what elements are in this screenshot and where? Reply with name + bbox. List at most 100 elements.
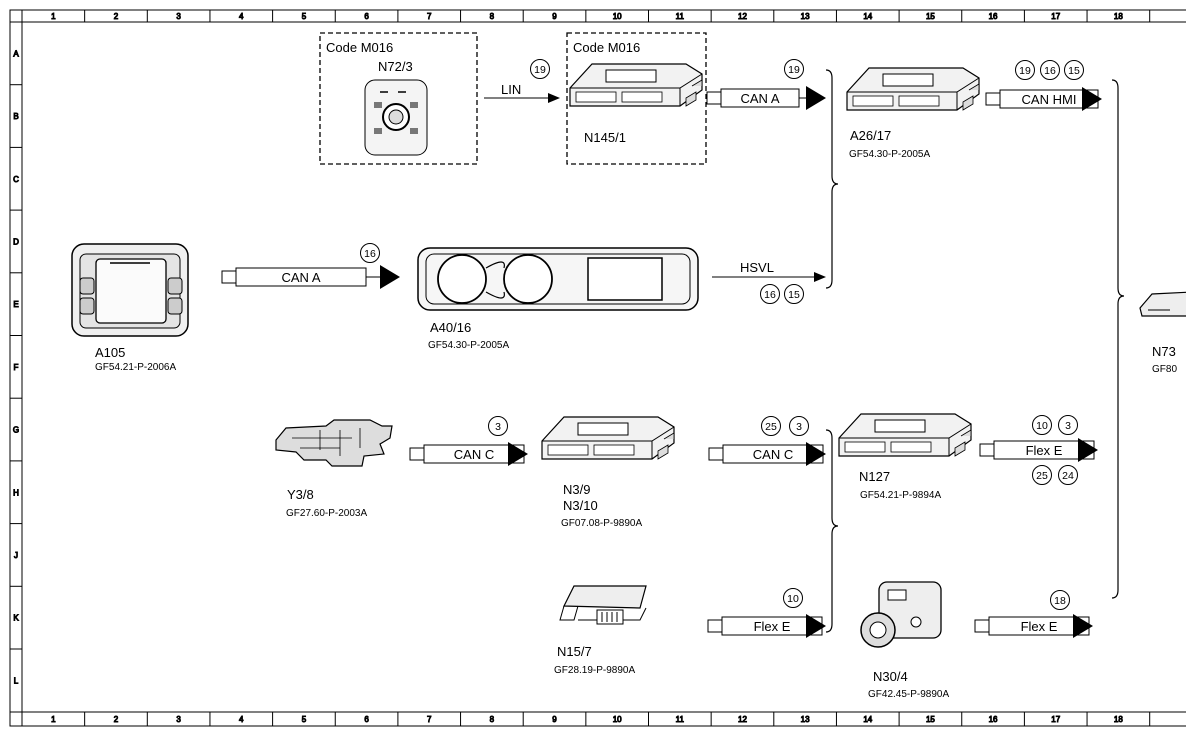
code-box-right-title: Code M016 [573, 40, 640, 55]
grid-column-label: 16 [989, 12, 998, 21]
reference-circle: 3 [1058, 415, 1078, 435]
grid-column-label: 1 [51, 12, 56, 21]
a40-16-instrument-cluster [417, 247, 699, 311]
bus-connector-can_c_left: CAN C [409, 442, 528, 466]
grid-column-label: 13 [801, 12, 810, 21]
reference-circle: 16 [760, 284, 780, 304]
bus-label-flex_e_k2: Flex E [1021, 619, 1058, 634]
grid-column-label: 1 [51, 715, 56, 724]
grid-row-label: E [13, 300, 18, 309]
svg-text:10: 10 [787, 593, 799, 605]
grid-column-label: 11 [676, 12, 685, 21]
reference-circle: 10 [1032, 415, 1052, 435]
reference-circle: 19 [784, 59, 804, 79]
n3-9-ref: GF07.08-P-9890A [561, 518, 642, 529]
a26-17-label: A26/17 [850, 128, 891, 143]
y3-8-valve-body [275, 419, 393, 467]
n145-1-module [569, 63, 703, 107]
reference-circle: 19 [1015, 60, 1035, 80]
n145-1-label: N145/1 [584, 130, 626, 145]
n15-7-module [559, 585, 647, 625]
a105-ref: GF54.21-P-2006A [95, 362, 176, 373]
grid-column-label: 8 [490, 715, 495, 724]
grid-column-label: 10 [613, 12, 622, 21]
grid-column-label: 9 [552, 12, 557, 21]
grid-column-label: 4 [239, 12, 244, 21]
reference-circle: 24 [1058, 465, 1078, 485]
svg-text:24: 24 [1062, 470, 1074, 482]
grid-column-label: 7 [427, 715, 432, 724]
bus-connector-flex_e_k2: Flex E [974, 614, 1093, 638]
grid-column-label: 8 [490, 12, 495, 21]
svg-text:16: 16 [764, 289, 776, 301]
bus-label-can_c_right: CAN C [753, 447, 793, 462]
bus-connector-can_hmi: CAN HMI [985, 87, 1102, 111]
grid-row-label: D [13, 237, 19, 246]
bus-label-can_c_left: CAN C [454, 447, 494, 462]
a40-16-label: A40/16 [430, 320, 471, 335]
n127-module [838, 413, 972, 457]
svg-text:15: 15 [788, 289, 800, 301]
bus-label-flex_e_g: Flex E [1026, 443, 1063, 458]
grid-column-label: 14 [863, 715, 872, 724]
hsvl-label: HSVL [740, 260, 774, 275]
grid-column-label: 6 [364, 715, 369, 724]
grid-column-label: 12 [738, 715, 747, 724]
reference-circle: 15 [1064, 60, 1084, 80]
n30-4-label: N30/4 [873, 669, 908, 684]
grid-column-label: 16 [989, 715, 998, 724]
svg-text:10: 10 [1036, 420, 1048, 432]
bus-label-can_hmi: CAN HMI [1022, 92, 1077, 107]
grid-row-label: A [13, 49, 19, 58]
svg-text:19: 19 [534, 64, 546, 76]
y3-8-label: Y3/8 [287, 487, 314, 502]
svg-text:3: 3 [796, 421, 802, 433]
n73-label: N73 [1152, 344, 1176, 359]
a105-label: A105 [95, 345, 125, 360]
grid-row-label: B [13, 112, 18, 121]
bus-connectors: CAN A CAN HMI CAN A CAN C CAN C Flex E Flex E F… [221, 86, 1102, 638]
grid-row-label: K [13, 614, 19, 623]
a105-display-unit [71, 243, 189, 337]
bus-connector-can_a_mid: CAN A [221, 265, 400, 289]
n3-9-label: N3/9 [563, 482, 590, 497]
svg-text:25: 25 [1036, 470, 1048, 482]
bus-connector-can_a_top: CAN A [706, 86, 826, 110]
code-box-right [566, 32, 707, 165]
svg-text:16: 16 [364, 248, 376, 260]
n73-module [1139, 291, 1186, 317]
svg-text:3: 3 [495, 421, 501, 433]
grid-column-label: 5 [302, 12, 307, 21]
svg-text:19: 19 [788, 64, 800, 76]
grid-column-label: 9 [552, 715, 557, 724]
grid-column-label: 11 [676, 715, 685, 724]
lin-label: LIN [501, 82, 521, 97]
grid-row-label: L [14, 676, 19, 685]
grid-column-label: 14 [863, 12, 872, 21]
grid-column-label: 13 [801, 715, 810, 724]
reference-circle: 3 [789, 416, 809, 436]
n3-10-label: N3/10 [563, 498, 598, 513]
lin-connection: LIN [484, 82, 560, 103]
n73-ref: GF80 [1152, 364, 1177, 375]
grid-column-label: 18 [1114, 12, 1123, 21]
grid-column-label: 18 [1114, 715, 1123, 724]
grid-column-label: 6 [364, 12, 369, 21]
grid-row-label: J [14, 551, 18, 560]
svg-text:3: 3 [1065, 420, 1071, 432]
bus-connector-flex_e_g: Flex E [979, 438, 1098, 462]
bus-label-flex_e_k: Flex E [754, 619, 791, 634]
grid-column-label: 3 [176, 12, 181, 21]
reference-circle: 3 [488, 416, 508, 436]
grid-column-label: 15 [926, 12, 935, 21]
grid-column-label: 17 [1051, 12, 1060, 21]
svg-text:15: 15 [1068, 65, 1080, 77]
reference-circle: 15 [784, 284, 804, 304]
grid-row-label: H [13, 488, 19, 497]
grid-column-label: 5 [302, 715, 307, 724]
n15-7-ref: GF28.19-P-9890A [554, 665, 635, 676]
reference-circle: 10 [783, 588, 803, 608]
